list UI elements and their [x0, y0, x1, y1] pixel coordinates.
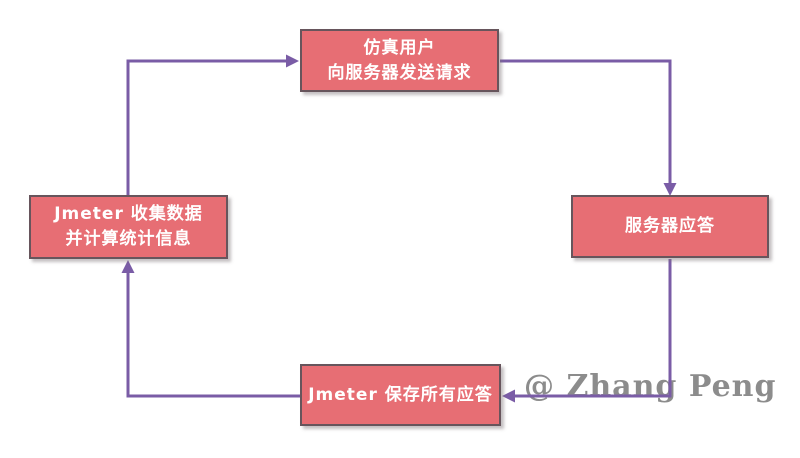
watermark: @ Zhang Peng	[524, 369, 777, 404]
arrowhead-up-icon	[121, 260, 135, 273]
node-label-line: 向服务器发送请求	[327, 62, 472, 83]
connector-right-to-bottom	[514, 259, 672, 398]
arrowhead-down-icon	[663, 183, 677, 196]
node-server-response: 服务器应答	[571, 195, 769, 258]
node-label-line: Jmeter 收集数据	[54, 204, 203, 224]
arrowhead-left-icon	[502, 389, 515, 403]
connector-left-to-top	[126, 59, 287, 196]
node-jmeter-collect-stats: Jmeter 收集数据 并计算统计信息	[29, 195, 228, 259]
node-label-line: 并计算统计信息	[65, 229, 192, 249]
node-simulated-user-request: 仿真用户 向服务器发送请求	[300, 29, 499, 92]
node-jmeter-save-responses: Jmeter 保存所有应答	[300, 364, 501, 426]
node-label-line: 服务器应答	[625, 216, 715, 236]
node-label-line: Jmeter 保存所有应答	[308, 384, 493, 405]
connector-bottom-to-left	[126, 272, 300, 398]
node-label-line: 仿真用户	[363, 37, 436, 58]
connector-top-to-right	[500, 59, 672, 184]
arrowhead-right-icon	[286, 54, 299, 68]
